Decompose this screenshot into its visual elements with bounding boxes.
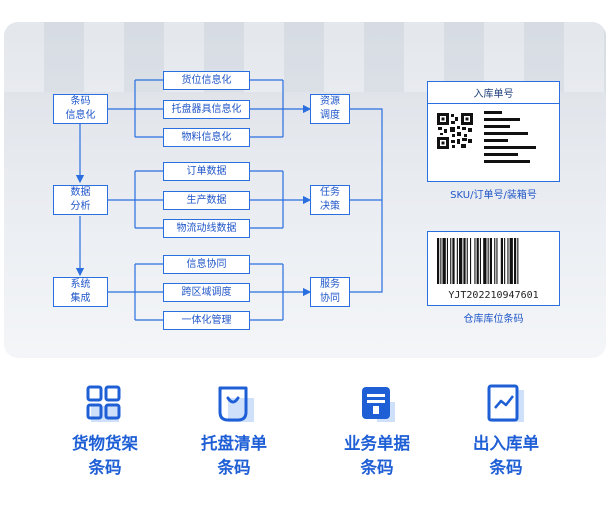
grid-icon: [85, 384, 125, 424]
node-system-integration: 系统 集成: [53, 277, 108, 307]
connector-col1-group2: [108, 170, 163, 229]
qr-code-card: 入库单号: [427, 81, 560, 182]
barcode-number: YJT202210947601: [448, 290, 539, 301]
qr-card-title: 入库单号: [428, 82, 559, 104]
connector-group1-col3: [250, 79, 310, 138]
connector-group2-col3: [250, 170, 310, 229]
feature-label: 货物货架 条码: [72, 434, 138, 477]
node-order-data: 订单数据: [163, 162, 250, 181]
node-task-decision: 任务 决策: [310, 185, 350, 215]
feature-business-document-barcode: 业务单据 条码: [317, 384, 437, 480]
feature-inbound-outbound-barcode: 出入库单 条码: [446, 384, 566, 480]
feature-label: 托盘清单 条码: [201, 434, 267, 477]
node-barcode-info: 条码 信息化: [53, 94, 108, 124]
barcode-icon: [437, 238, 519, 284]
node-logistics-data: 物流动线数据: [163, 219, 250, 238]
qr-card-caption: SKU/订单号/装箱号: [450, 190, 537, 201]
node-resource-scheduling: 资源 调度: [310, 94, 350, 124]
feature-goods-shelf-barcode: 货物货架 条码: [45, 384, 165, 480]
node-material-info: 物料信息化: [163, 128, 250, 147]
qr-code-icon: [437, 113, 473, 149]
node-info-collaboration: 信息协同: [163, 255, 250, 274]
barcode-card-caption: 仓库库位条码: [463, 314, 524, 325]
connector-group3-col3: [250, 263, 310, 321]
node-integrated-management: 一体化管理: [163, 311, 250, 330]
connector-col1-group3: [108, 263, 163, 321]
node-cross-region-dispatch: 跨区域调度: [163, 283, 250, 302]
connector-col1-group1: [108, 79, 163, 138]
feature-pallet-list-barcode: 托盘清单 条码: [174, 384, 294, 480]
node-pallet-info: 托盘器具信息化: [163, 100, 250, 119]
feature-label: 业务单据 条码: [344, 434, 410, 477]
text-lines-icon: [484, 111, 536, 163]
node-data-analysis: 数据 分析: [53, 185, 108, 215]
node-production-data: 生产数据: [163, 191, 250, 210]
connector-col3-bracket: [350, 108, 383, 293]
document-icon: [357, 384, 397, 424]
node-location-info: 货位信息化: [163, 71, 250, 90]
node-service-collaboration: 服务 协同: [310, 277, 350, 307]
chart-document-icon: [486, 384, 526, 424]
shopping-bag-icon: [214, 384, 254, 424]
feature-label: 出入库单 条码: [473, 434, 539, 477]
barcode-card: YJT202210947601: [427, 231, 560, 306]
